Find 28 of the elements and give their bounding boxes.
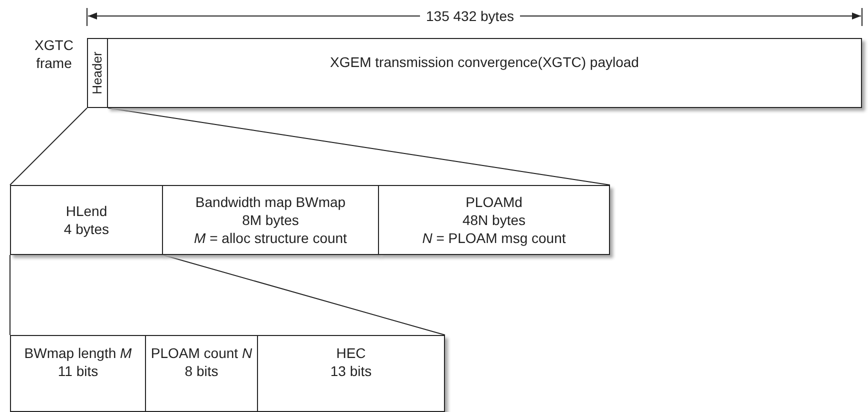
- field-name: HLend: [66, 202, 108, 220]
- field-cell: [87, 38, 108, 108]
- field-cell: [107, 38, 862, 108]
- field-size: 13 bits: [330, 362, 372, 380]
- field-note: M = alloc structure count: [194, 229, 347, 247]
- field-cell: [10, 335, 146, 412]
- expansion-line: [10, 108, 88, 186]
- field-cell: [145, 335, 258, 412]
- frame-label: XGTC frame: [34, 36, 74, 72]
- field-cell: [378, 185, 610, 255]
- field-size: 4 bytes: [64, 220, 110, 238]
- field-size: 11 bits: [58, 362, 98, 380]
- field-name: Bandwidth map BWmap: [195, 193, 346, 211]
- field-name: HEC: [336, 344, 366, 362]
- field-note: N = PLOAM msg count: [422, 229, 566, 247]
- field-name: XGEM transmission convergence(XGTC) payload: [330, 53, 639, 71]
- field-cell: [257, 335, 445, 412]
- field-size: 8M bytes: [242, 211, 299, 229]
- field-name: PLOAM count N: [150, 344, 252, 362]
- field-cell: [10, 185, 163, 255]
- field-size: 48N bytes: [462, 211, 526, 229]
- field-size: 8 bits: [184, 362, 218, 380]
- field-name: PLOAMd: [466, 193, 522, 211]
- expansion-line: [108, 108, 610, 186]
- field-name: BWmap length M: [24, 344, 132, 362]
- field-name: Header: [88, 52, 106, 94]
- expansion-line: [162, 254, 446, 336]
- field-cell: [162, 185, 379, 255]
